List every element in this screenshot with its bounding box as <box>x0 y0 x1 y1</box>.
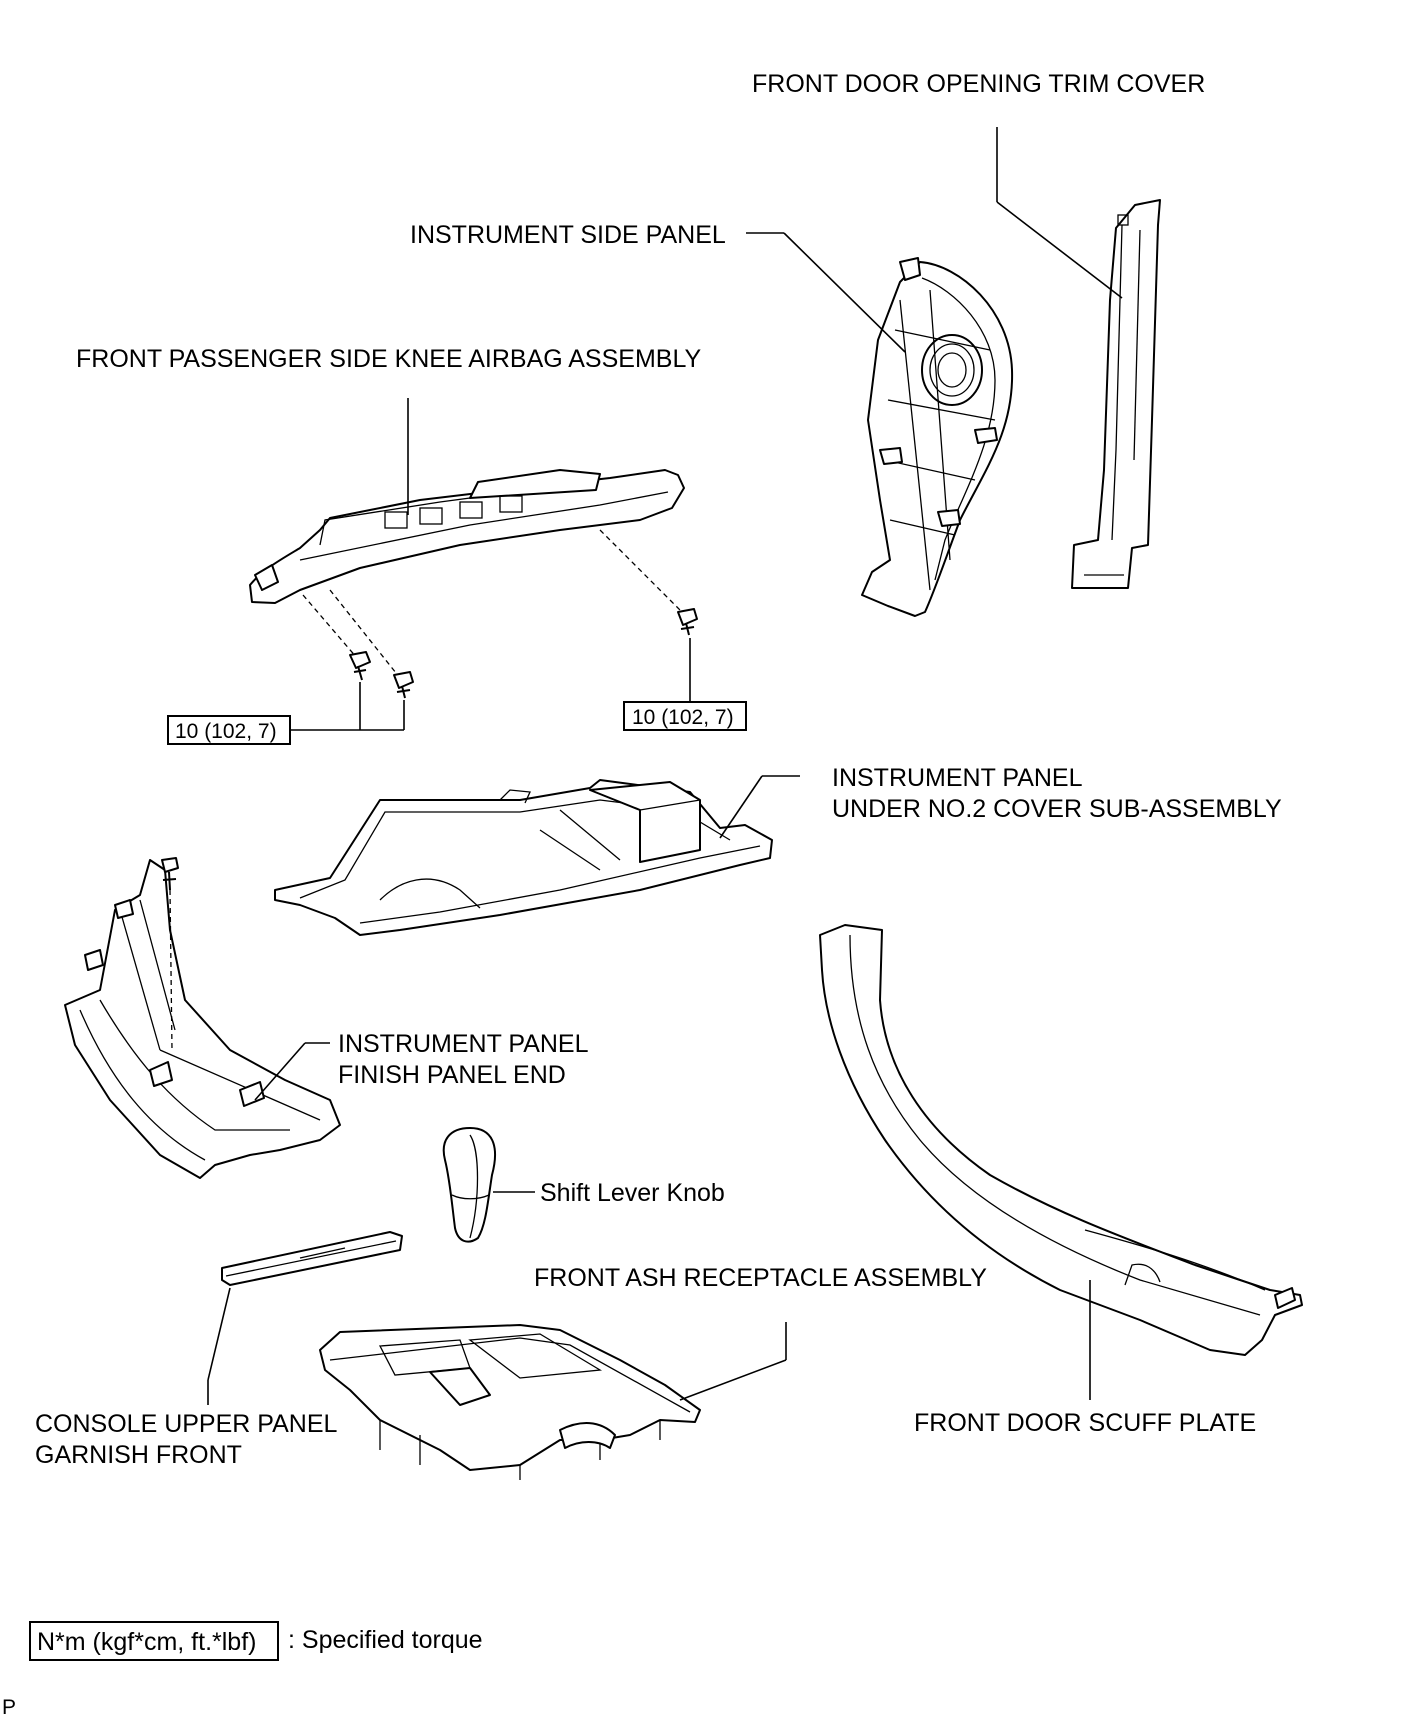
legend-description: : Specified torque <box>288 1626 483 1654</box>
label-instrument-side-panel: INSTRUMENT SIDE PANEL <box>410 221 726 249</box>
front-ash-receptacle-assembly-part <box>319 1324 701 1480</box>
label-under-no2-cover-line2: UNDER NO.2 COVER SUB-ASSEMBLY <box>832 795 1282 823</box>
instrument-panel-under-no2-cover-part <box>274 779 773 936</box>
under-no2-cover-leader <box>719 775 763 839</box>
garnish-front-leader <box>207 1287 231 1381</box>
label-garnish-front-line1: CONSOLE UPPER PANEL <box>35 1410 338 1438</box>
label-finish-panel-end-line1: INSTRUMENT PANEL <box>338 1030 589 1058</box>
console-upper-panel-garnish-front-part <box>221 1231 403 1286</box>
label-shift-lever-knob: Shift Lever Knob <box>540 1179 725 1207</box>
instrument-panel-finish-panel-end-part <box>64 859 341 1179</box>
label-garnish-front-line2: GARNISH FRONT <box>35 1441 242 1469</box>
label-knee-airbag-assembly: FRONT PASSENGER SIDE KNEE AIRBAG ASSEMBL… <box>76 345 702 373</box>
ash-receptacle-leader <box>679 1359 787 1401</box>
bolt-left-2 <box>393 671 414 699</box>
label-finish-panel-end-line2: FINISH PANEL END <box>338 1061 566 1089</box>
label-front-door-scuff-plate: FRONT DOOR SCUFF PLATE <box>914 1409 1256 1437</box>
front-door-opening-trim-cover-part <box>1071 199 1161 589</box>
torque-callout-left: 10 (102, 7) <box>167 715 291 745</box>
label-front-ash-receptacle: FRONT ASH RECEPTACLE ASSEMBLY <box>534 1264 987 1292</box>
torque-callout-right: 10 (102, 7) <box>623 701 747 731</box>
bolt-left-1 <box>349 651 371 681</box>
svg-text:10 (102, 7): 10 (102, 7) <box>632 706 734 729</box>
legend-unit-box: N*m (kgf*cm, ft.*lbf) <box>37 1628 256 1656</box>
label-front-door-opening-trim-cover: FRONT DOOR OPENING TRIM COVER <box>752 70 1205 98</box>
svg-text:10 (102, 7): 10 (102, 7) <box>175 720 277 743</box>
side-panel-leader <box>783 232 906 353</box>
finish-panel-bolt <box>161 857 179 891</box>
shift-lever-knob-part <box>442 1127 496 1243</box>
label-under-no2-cover-line1: INSTRUMENT PANEL <box>832 764 1083 792</box>
front-door-scuff-plate-part <box>819 924 1303 1356</box>
knee-airbag-assembly-part <box>249 469 685 604</box>
finish-panel-end-leader <box>254 1042 306 1101</box>
torque-legend: N*m (kgf*cm, ft.*lbf) : Specified torque <box>29 1621 483 1661</box>
corner-mark: P <box>2 1696 16 1719</box>
instrument-side-panel-part <box>861 257 1014 617</box>
bolt-right <box>677 608 698 636</box>
